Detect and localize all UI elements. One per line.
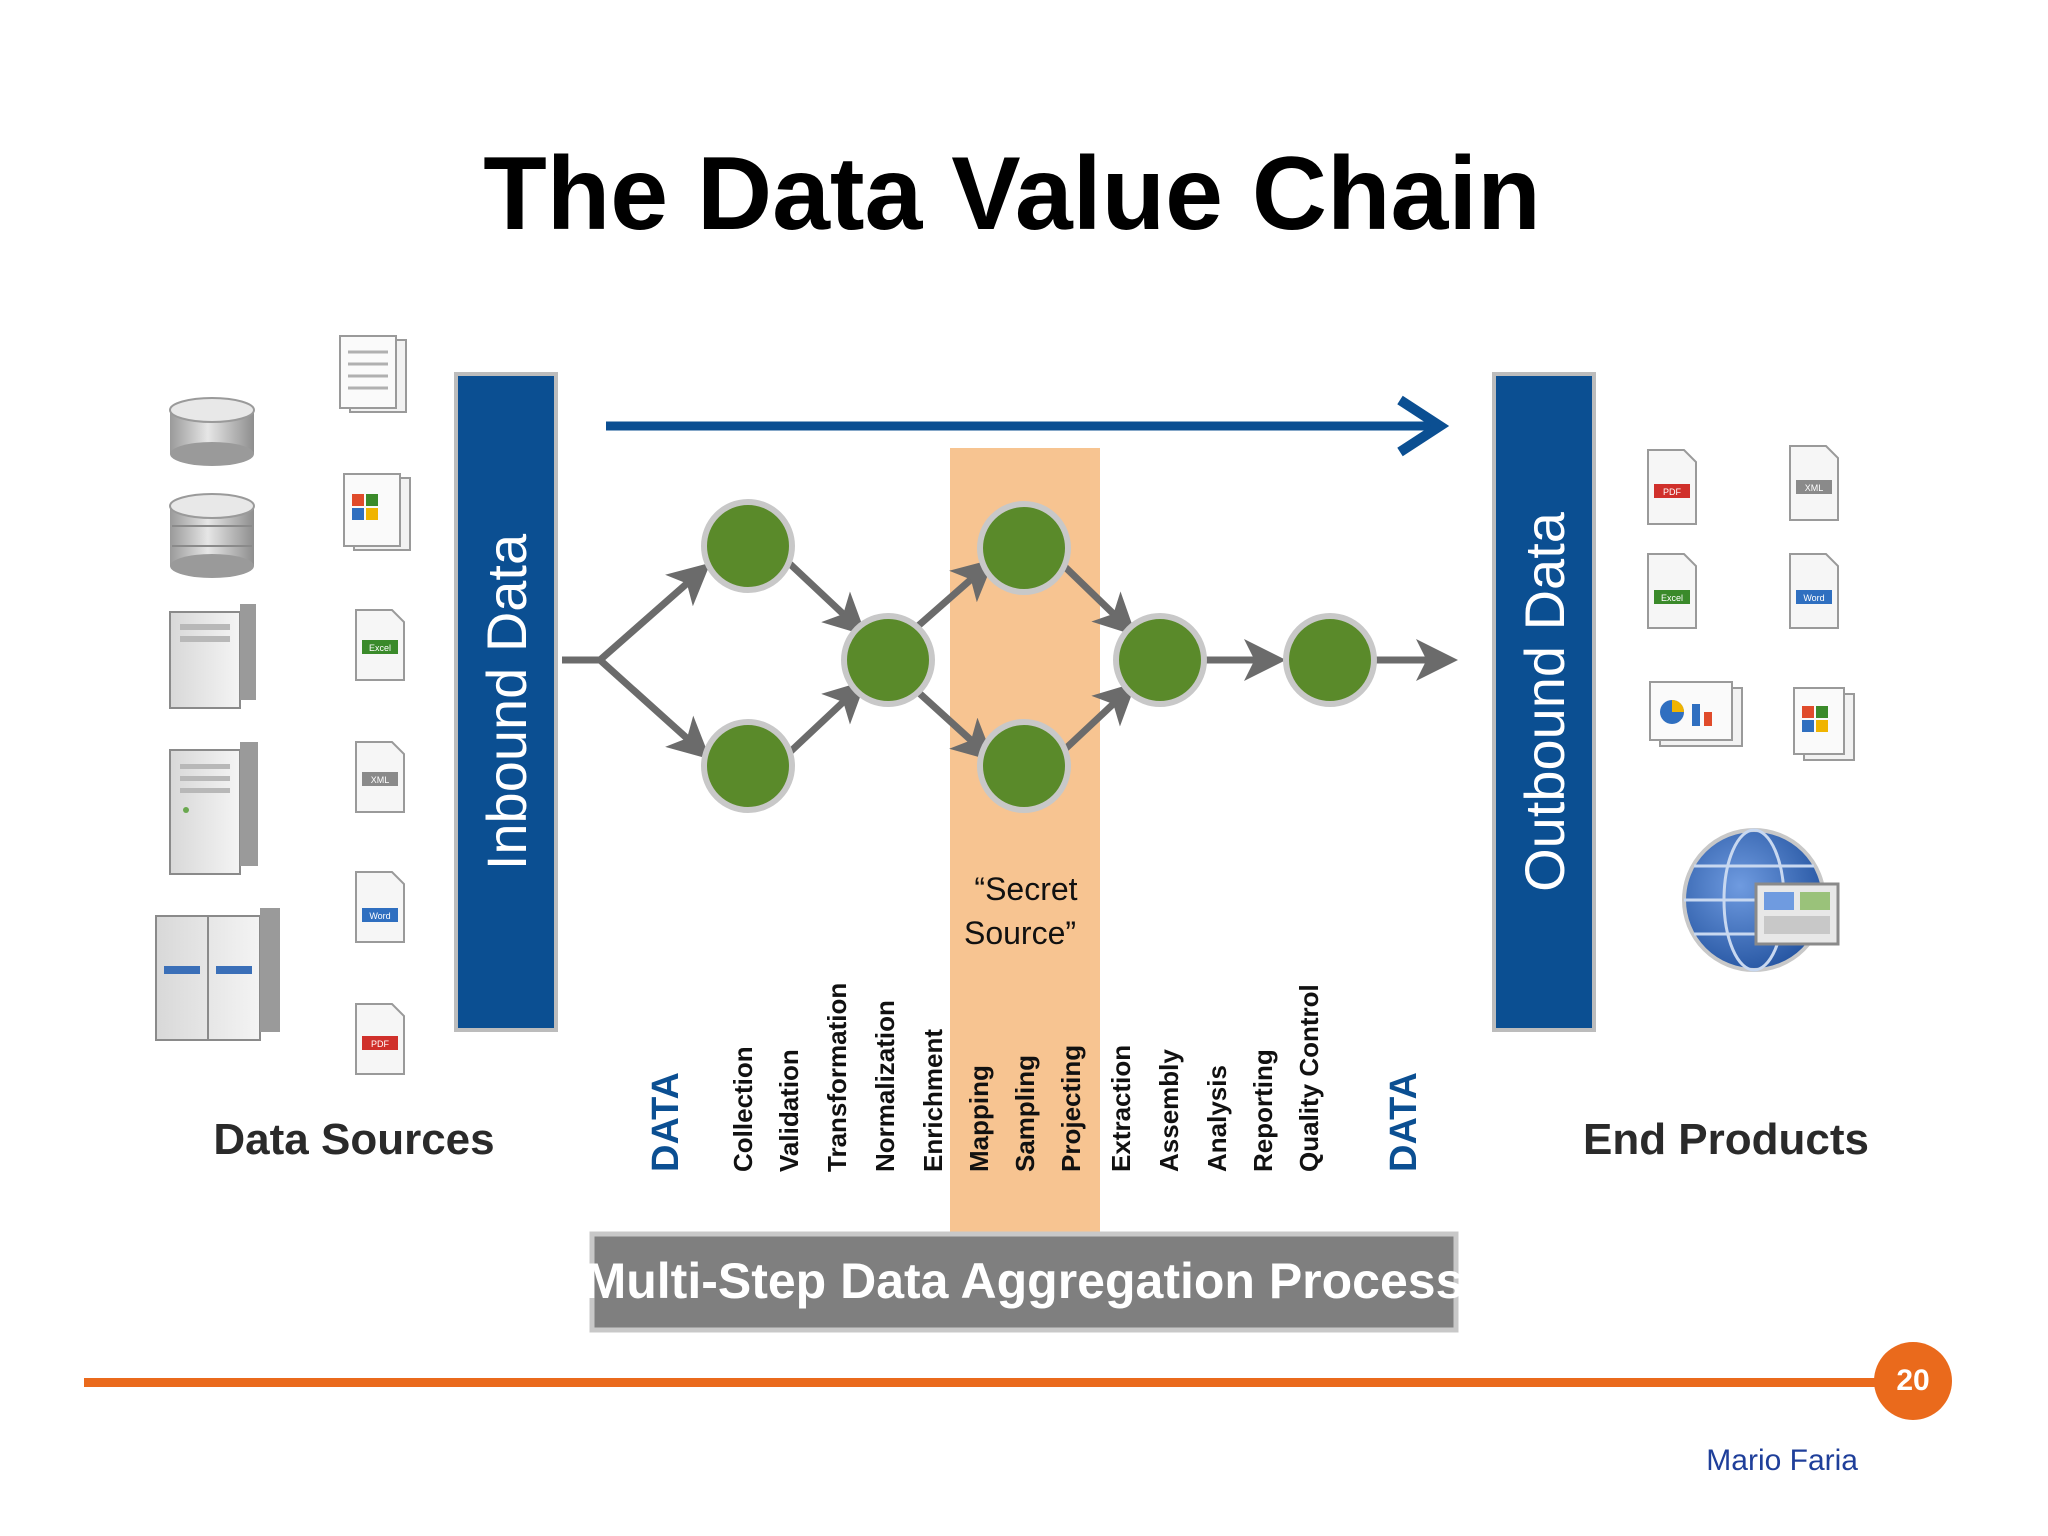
- footer-divider: [84, 1378, 1886, 1387]
- step-label: Mapping: [964, 1065, 994, 1172]
- step-label: Collection: [728, 1046, 758, 1172]
- node-3-top: [977, 501, 1071, 595]
- excel-document-icon: Excel: [355, 609, 405, 681]
- server-tower-icon: [169, 604, 256, 709]
- web-globe-icon: [1682, 828, 1840, 972]
- flow-arrows: [562, 558, 1458, 762]
- step-label: Assembly: [1154, 1049, 1184, 1172]
- outbound-data-bar: Outbound Data: [1492, 372, 1596, 1032]
- step-label: Validation: [774, 1049, 804, 1172]
- step-label: Normalization: [870, 1000, 900, 1172]
- node-3-bottom: [977, 719, 1071, 813]
- slide-title: The Data Value Chain: [483, 136, 1541, 252]
- step-label: Sampling: [1010, 1055, 1040, 1172]
- word-badge: Word: [369, 911, 390, 921]
- presentation-product-icon: [1649, 681, 1743, 747]
- page-number-badge: 20: [1874, 1342, 1952, 1420]
- step-label: Transformation: [822, 983, 852, 1172]
- node-4: [1113, 613, 1207, 707]
- process-steps: Collection Validation Transformation Nor…: [728, 983, 1324, 1172]
- xml-document-icon: XML: [355, 741, 405, 813]
- product-pdf-badge: PDF: [1663, 487, 1682, 497]
- xml-product-icon: XML: [1789, 445, 1839, 521]
- data-label-left: DATA: [645, 1072, 687, 1172]
- product-excel-badge: Excel: [1661, 593, 1683, 603]
- aggregation-process-bar: Multi-Step Data Aggregation Process: [585, 1231, 1464, 1333]
- excel-product-icon: Excel: [1647, 553, 1697, 629]
- node-5: [1283, 613, 1377, 707]
- aggregation-process-label: Multi-Step Data Aggregation Process: [585, 1253, 1464, 1309]
- secret-source-line1: “Secret: [974, 871, 1077, 907]
- pdf-document-icon: PDF: [355, 1003, 405, 1075]
- pdf-badge: PDF: [371, 1039, 390, 1049]
- secret-source-line2: Source”: [964, 915, 1076, 951]
- inbound-data-bar: Inbound Data: [454, 372, 558, 1032]
- product-xml-badge: XML: [1805, 483, 1824, 493]
- node-1-bottom: [701, 719, 795, 813]
- step-label: Reporting: [1248, 1049, 1278, 1172]
- stacked-database-icon: [169, 493, 255, 578]
- word-document-icon: Word: [355, 871, 405, 943]
- step-label: Extraction: [1106, 1045, 1136, 1172]
- node-2: [841, 613, 935, 707]
- step-label: Projecting: [1056, 1045, 1086, 1172]
- outbound-data-label: Outbound Data: [1513, 511, 1576, 892]
- xml-badge: XML: [371, 775, 390, 785]
- product-word-badge: Word: [1803, 593, 1824, 603]
- excel-badge: Excel: [369, 643, 391, 653]
- end-products-label: End Products: [1583, 1115, 1869, 1164]
- data-label-right: DATA: [1383, 1072, 1425, 1172]
- top-flow-arrow: [606, 395, 1450, 457]
- mainframe-icon: [155, 908, 280, 1041]
- chart-document-icon: [343, 473, 411, 551]
- step-label: Enrichment: [918, 1029, 948, 1172]
- node-1-top: [701, 499, 795, 593]
- step-label: Quality Control: [1294, 984, 1324, 1172]
- author-name: Mario Faria: [1706, 1444, 1858, 1477]
- chart-product-icon: [1793, 687, 1855, 761]
- data-sources-label: Data Sources: [213, 1115, 494, 1164]
- process-nodes: [701, 499, 1377, 813]
- server-rack-icon: [169, 742, 258, 875]
- pdf-product-icon: PDF: [1647, 449, 1697, 525]
- step-label: Analysis: [1202, 1065, 1232, 1172]
- word-product-icon: Word: [1789, 553, 1839, 629]
- database-icon: [169, 397, 255, 466]
- document-stack-icon: [339, 335, 407, 413]
- inbound-data-label: Inbound Data: [475, 533, 538, 870]
